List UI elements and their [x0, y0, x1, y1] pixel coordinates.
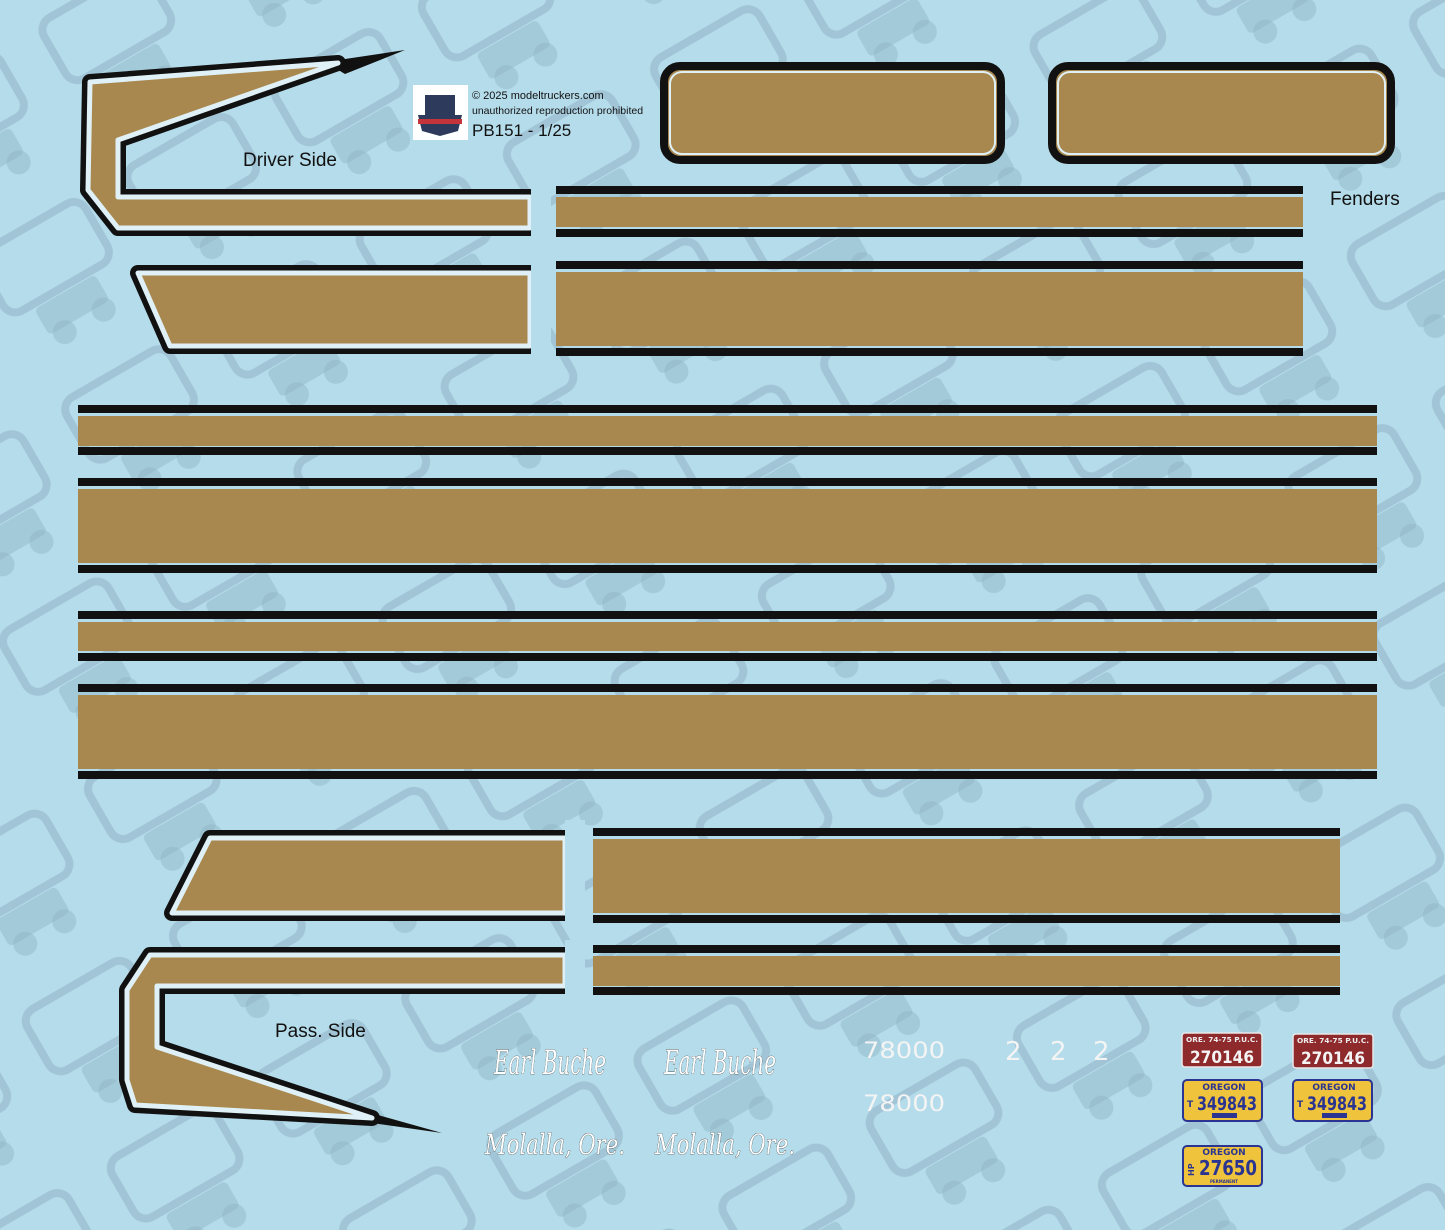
svg-text:HP: HP — [1187, 1163, 1196, 1176]
part-number: PB151 - 1/25 — [472, 121, 571, 140]
pass-lower-stripe-extension — [593, 945, 1340, 995]
pass-upper-stripe-extension — [593, 828, 1340, 923]
svg-text:27650: 27650 — [1199, 1156, 1257, 1180]
svg-text:349843: 349843 — [1307, 1093, 1367, 1115]
svg-text:OREGON: OREGON — [1202, 1148, 1245, 1158]
oregon-truck-plate: OREGON T 349843 — [1292, 1079, 1373, 1122]
puc-plate: ORE. 74-75 P.U.C. 270146 — [1181, 1032, 1263, 1068]
long-stripe-4 — [78, 684, 1377, 779]
svg-text:T: T — [1187, 1100, 1194, 1110]
long-stripe-3 — [78, 611, 1377, 661]
driver-side-hook-stripe — [80, 50, 551, 240]
digit-decal: 2 — [1050, 1037, 1067, 1067]
puc-plate: ORE. 74-75 P.U.C. 270146 — [1292, 1033, 1374, 1069]
owner-name-lettering: Earl Buche — [493, 1043, 606, 1083]
svg-text:OREGON: OREGON — [1202, 1083, 1245, 1093]
svg-text:270146: 270146 — [1301, 1049, 1365, 1069]
reproduction-notice: unauthorized reproduction prohibited — [472, 105, 643, 117]
fender-decal-right — [1048, 62, 1395, 164]
fenders-label: Fenders — [1330, 189, 1400, 210]
driver-lower-stripe-extension — [556, 261, 1303, 356]
unit-number: 78000 — [863, 1092, 945, 1117]
driver-side-lower-stripe — [130, 255, 551, 365]
svg-text:PERMANENT: PERMANENT — [1210, 1179, 1238, 1184]
oregon-truck-plate: OREGON T 349843 — [1182, 1079, 1263, 1122]
fender-decal-left — [660, 62, 1005, 164]
driver-upper-stripe-extension — [556, 186, 1303, 237]
long-stripe-1 — [78, 405, 1377, 455]
svg-text:349843: 349843 — [1197, 1093, 1257, 1115]
digit-decal: 2 — [1093, 1037, 1110, 1067]
town-lettering: Molalla, Ore. — [484, 1128, 625, 1161]
long-stripe-2 — [78, 478, 1377, 573]
svg-text:270146: 270146 — [1190, 1048, 1254, 1068]
owner-name-lettering: Earl Buche — [663, 1043, 776, 1083]
driver-side-label: Driver Side — [243, 150, 337, 171]
digit-decal: 2 — [1005, 1037, 1022, 1067]
town-lettering: Molalla, Ore. — [654, 1128, 795, 1161]
pass-side-label: Pass. Side — [275, 1021, 366, 1042]
svg-text:T: T — [1297, 1100, 1304, 1110]
unit-number: 78000 — [863, 1039, 945, 1064]
svg-text:ORE. 74-75 P.U.C.: ORE. 74-75 P.U.C. — [1297, 1037, 1369, 1045]
pass-side-hook-stripe — [119, 940, 585, 1133]
oregon-hp-plate: OREGON HP 27650 PERMANENT — [1182, 1145, 1263, 1187]
modeltruckers-logo — [413, 85, 468, 140]
copyright-text: © 2025 modeltruckers.com — [472, 90, 604, 102]
svg-text:OREGON: OREGON — [1312, 1083, 1355, 1093]
pass-side-upper-stripe — [164, 820, 585, 930]
svg-text:ORE. 74-75 P.U.C.: ORE. 74-75 P.U.C. — [1186, 1036, 1258, 1044]
